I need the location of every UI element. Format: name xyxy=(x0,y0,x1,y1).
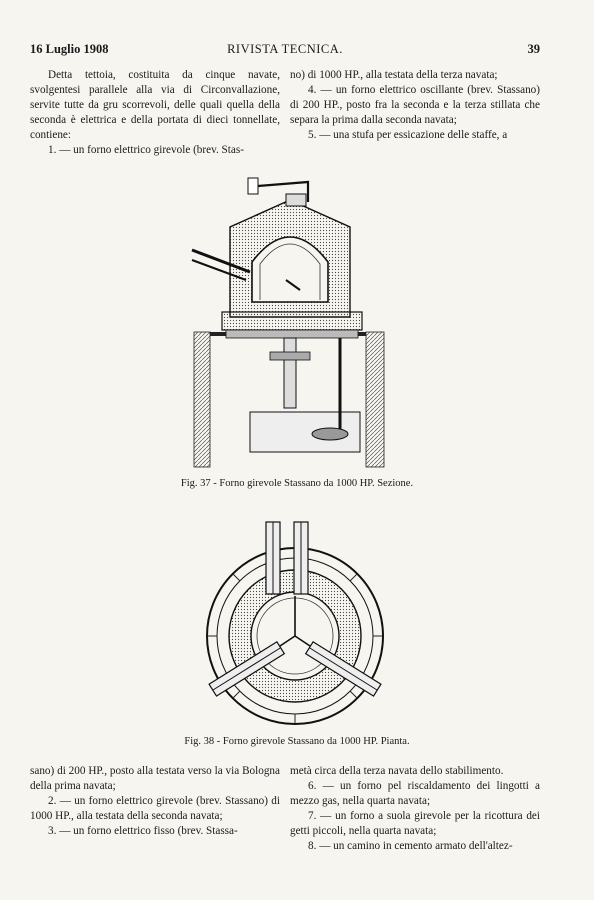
list-item: 5. — una stufa per essicazione delle sta… xyxy=(308,129,508,141)
list-item: 8. — un camino in cemento armato dell'al… xyxy=(308,840,513,852)
furnace-section-figure xyxy=(191,177,385,468)
text-column-bottom-right: metà circa della terza navata dello stab… xyxy=(290,764,540,854)
journal-title: RIVISTA TECNICA. xyxy=(227,42,343,56)
list-item: 1. — un forno elettrico girevole (brev. … xyxy=(48,144,244,156)
text-column-bottom-left: sano) di 200 HP., posto alla testata ver… xyxy=(30,764,280,839)
figure-37-caption: Fig. 37 - Forno girevole Stassano da 100… xyxy=(180,478,414,489)
list-item: 2. — un forno elettrico girevole (brev. … xyxy=(30,795,280,822)
paragraph: metà circa della terza navata dello stab… xyxy=(290,765,504,777)
paragraph: no) di 1000 HP., alla testata della terz… xyxy=(290,69,498,81)
list-item: 6. — un forno pel riscaldamento dei ling… xyxy=(290,780,540,807)
figure-38-caption: Fig. 38 - Forno girevole Stassano da 100… xyxy=(184,736,410,747)
page-number: 39 xyxy=(527,42,541,56)
running-header: 16 Luglio 1908 RIVISTA TECNICA. 39 xyxy=(30,42,540,58)
paragraph: Detta tettoia, costituita da cinque nava… xyxy=(30,69,280,141)
list-item: 4. — un forno elettrico oscillante (brev… xyxy=(290,84,540,126)
furnace-plan-figure xyxy=(206,521,384,725)
paragraph: sano) di 200 HP., posto alla testata ver… xyxy=(30,765,280,792)
issue-date: 16 Luglio 1908 xyxy=(30,42,109,56)
text-column-top-right: no) di 1000 HP., alla testata della terz… xyxy=(290,68,540,143)
list-item: 3. — un forno elettrico fisso (brev. Sta… xyxy=(48,825,238,837)
text-column-top-left: Detta tettoia, costituita da cinque nava… xyxy=(30,68,280,158)
list-item: 7. — un forno a suola girevole per la ri… xyxy=(290,810,540,837)
